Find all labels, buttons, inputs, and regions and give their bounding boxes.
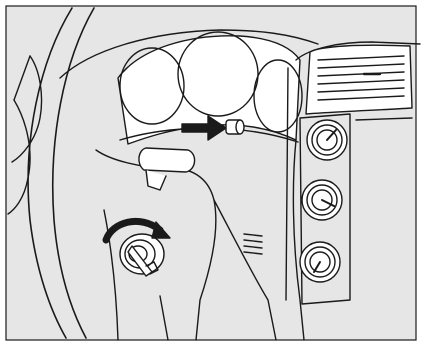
instrument-panel-brightness-knob[interactable] bbox=[226, 120, 244, 134]
fan-speed-dial[interactable] bbox=[307, 120, 347, 160]
airflow-mode-dial[interactable] bbox=[302, 180, 342, 220]
temperature-dial[interactable] bbox=[300, 242, 340, 282]
center-air-vent bbox=[306, 45, 412, 114]
